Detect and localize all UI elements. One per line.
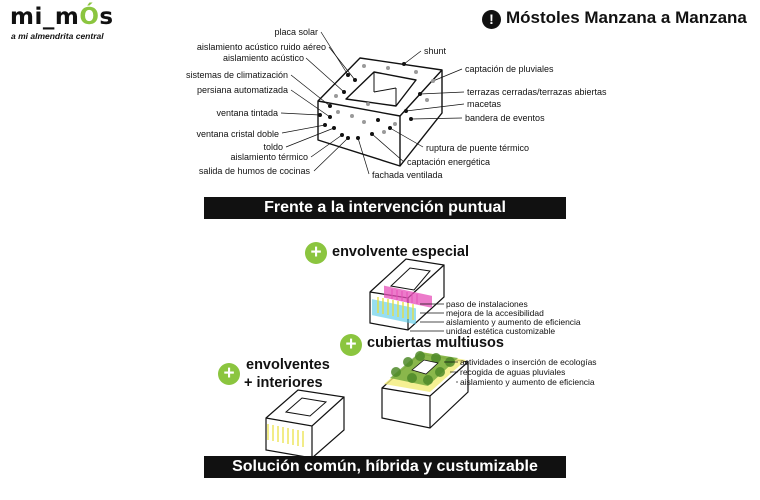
plus-icon: + bbox=[340, 334, 362, 356]
label-captacion-energetica: captación energética bbox=[407, 157, 491, 167]
label-salida-humos: salida de humos de cocinas bbox=[198, 166, 310, 176]
label-aislamiento-acustico: aislamiento acústico bbox=[222, 53, 304, 63]
item-unidad-estetica: unidad estética customizable bbox=[446, 326, 556, 336]
label-placa-solar: placa solar bbox=[274, 27, 318, 37]
logo-text-end: s bbox=[99, 4, 114, 30]
courtyard-outline bbox=[345, 71, 417, 107]
heading-envolvente-especial: envolvente especial bbox=[332, 244, 470, 260]
label-shunt: shunt bbox=[424, 46, 447, 56]
item-actividades: actividades o inserción de ecologías bbox=[460, 357, 597, 367]
block-outline bbox=[317, 57, 443, 167]
logo: mi_mÓs bbox=[10, 4, 114, 30]
label-climatizacion: sistemas de climatización bbox=[185, 70, 288, 80]
label-captacion-pluviales: captación de pluviales bbox=[465, 64, 554, 74]
heading-envolventes: envolventes bbox=[246, 357, 330, 373]
plus-icon: + bbox=[218, 363, 240, 385]
logo-accent: Ó bbox=[79, 4, 100, 30]
envolvente-block bbox=[369, 258, 445, 331]
page-title: ! Móstoles Manzana a Manzana bbox=[482, 8, 747, 29]
item-accesibilidad: mejora de la accesibilidad bbox=[446, 308, 544, 318]
item-aislamiento-eficiencia: aislamiento y aumento de eficiencia bbox=[446, 317, 581, 327]
label-ruptura-puente: ruptura de puente térmico bbox=[426, 143, 530, 153]
label-macetas: macetas bbox=[467, 99, 502, 109]
item-aislamiento-cubierta: aislamiento y aumento de eficiencia bbox=[460, 377, 595, 387]
band-solucion-comun: Solución común, híbrida y custumizable bbox=[204, 456, 566, 478]
label-persiana: persiana automatizada bbox=[196, 85, 288, 95]
item-paso-instalaciones: paso de instalaciones bbox=[446, 299, 528, 309]
label-aislamiento-ruido: aislamiento acústico ruido aéreo bbox=[196, 42, 326, 52]
label-terrazas: terrazas cerradas/terrazas abiertas bbox=[467, 87, 607, 97]
heading-interiores: + interiores bbox=[244, 375, 323, 391]
item-recogida-aguas: recogida de aguas pluviales bbox=[460, 367, 566, 377]
label-toldo: toldo bbox=[263, 142, 283, 152]
exclamation-icon: ! bbox=[482, 10, 501, 29]
cubiertas-block bbox=[381, 351, 469, 429]
label-ventana-cristal: ventana cristal doble bbox=[196, 129, 279, 139]
logo-text: mi_m bbox=[10, 4, 80, 30]
interiores-block bbox=[265, 389, 345, 459]
band-frente-intervencion: Frente a la intervención puntual bbox=[204, 197, 566, 219]
label-bandera: bandera de eventos bbox=[465, 113, 545, 123]
page-title-text: Móstoles Manzana a Manzana bbox=[506, 8, 747, 27]
heading-cubiertas-multiusos: cubiertas multiusos bbox=[367, 335, 504, 351]
label-aislamiento-termico: aislamiento térmico bbox=[230, 152, 308, 162]
plus-icon: + bbox=[305, 242, 327, 264]
label-ventana-tintada: ventana tintada bbox=[216, 108, 278, 118]
label-fachada-ventilada: fachada ventilada bbox=[372, 170, 443, 180]
logo-tagline: a mi almendrita central bbox=[11, 31, 104, 41]
